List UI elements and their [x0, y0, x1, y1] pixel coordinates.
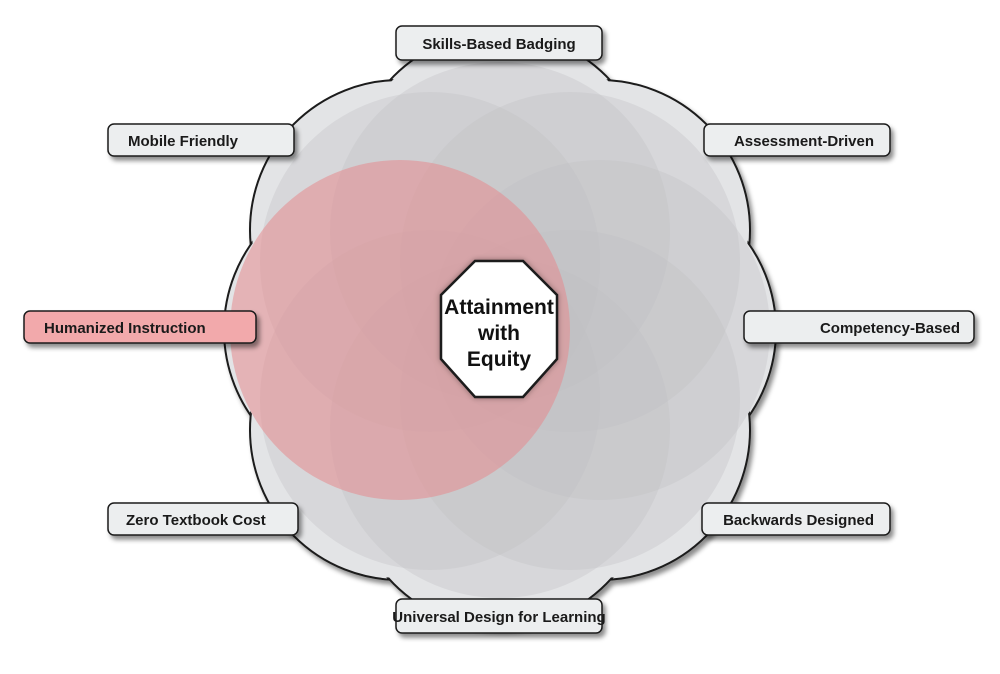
- label-universal-design-for-learning-text: Universal Design for Learning: [392, 609, 605, 626]
- label-universal-design-for-learning: [395, 598, 603, 634]
- petal-humanized-instruction: [230, 160, 570, 500]
- center-title-line-1: Attainment: [444, 296, 554, 319]
- label-competency-based-text: Competency-Based: [820, 320, 960, 337]
- label-mobile-friendly: [107, 123, 295, 157]
- label-skills-based-badging-text: Skills-Based Badging: [422, 36, 575, 53]
- label-humanized-instruction-text: Humanized Instruction: [44, 320, 206, 337]
- label-assessment-driven: [703, 123, 891, 157]
- label-mobile-friendly-text: Mobile Friendly: [128, 133, 239, 150]
- center-title-line-3: Equity: [467, 348, 531, 371]
- center-title-line-2: with: [477, 322, 520, 345]
- label-zero-textbook-cost: [107, 502, 299, 536]
- petals: [230, 62, 770, 598]
- label-zero-textbook-cost-text: Zero Textbook Cost: [126, 512, 266, 529]
- label-skills-based-badging: [395, 25, 603, 61]
- label-humanized-instruction: [23, 310, 257, 344]
- center-octagon: [439, 259, 559, 399]
- label-backwards-designed: [701, 502, 891, 536]
- label-competency-based: [743, 310, 975, 344]
- label-assessment-driven-text: Assessment-Driven: [734, 133, 874, 150]
- label-backwards-designed-text: Backwards Designed: [723, 512, 874, 529]
